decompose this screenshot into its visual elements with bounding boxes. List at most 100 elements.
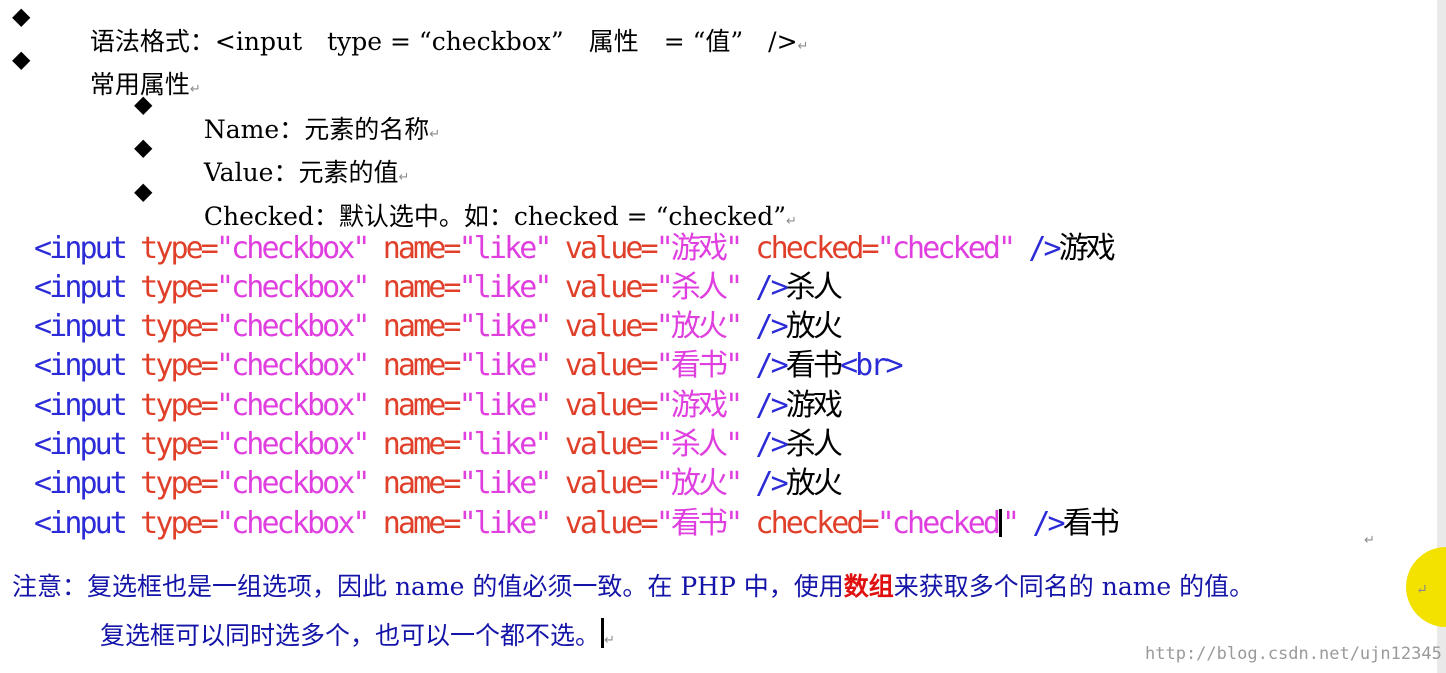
syntax-value: <input type = “checkbox” 属性 = “值” /> xyxy=(214,27,798,56)
code-string: "like" xyxy=(458,388,553,423)
code-attr: type= xyxy=(140,231,219,266)
code-string: "checked xyxy=(876,506,1001,541)
code-line: <input type="checkbox" name="like" value… xyxy=(34,270,843,305)
code-tag: <input xyxy=(34,348,128,383)
code-attr: name= xyxy=(382,270,462,305)
code-label-text: 放火 xyxy=(785,466,843,501)
bullet-icon: ◆ xyxy=(134,133,153,161)
code-string: "checkbox" xyxy=(215,506,371,541)
attribute-desc: 元素的值 xyxy=(298,158,399,187)
code-string: "checkbox" xyxy=(215,466,371,501)
code-attr: checked= xyxy=(755,231,879,266)
code-string: "看书" xyxy=(655,348,743,383)
code-attr: value= xyxy=(564,506,659,541)
return-mark-icon: ↵ xyxy=(786,214,797,229)
code-line: <input type="checkbox" name="like" value… xyxy=(34,506,1120,541)
code-tag: <input xyxy=(34,270,128,305)
code-close-tag: /> xyxy=(755,466,788,501)
code-string: " xyxy=(1002,506,1020,541)
code-attr: value= xyxy=(564,231,659,266)
attribute-desc: 元素的名称 xyxy=(304,115,430,144)
note-text: 复选框可以同时选多个，也可以一个都不选。 xyxy=(100,621,601,650)
code-attr: value= xyxy=(564,388,659,423)
note-line-1: 注意：复选框也是一组选项，因此 name 的值必须一致。在 PHP 中，使用数组… xyxy=(12,574,1254,599)
code-string: "like" xyxy=(458,427,553,462)
bullet-icon: ◆ xyxy=(134,177,153,205)
code-line: <input type="checkbox" name="like" value… xyxy=(34,388,843,423)
code-string: "like" xyxy=(458,466,553,501)
code-string: "checkbox" xyxy=(215,388,371,423)
code-line: <input type="checkbox" name="like" value… xyxy=(34,466,843,501)
code-line: <input type="checkbox" name="like" value… xyxy=(34,427,843,462)
code-close-tag: /> xyxy=(755,309,788,344)
code-close-tag: /> xyxy=(755,427,788,462)
code-string: "like" xyxy=(458,506,553,541)
code-attr: type= xyxy=(140,388,219,423)
code-label-text: 杀人 xyxy=(785,270,843,305)
code-string: "checkbox" xyxy=(215,427,371,462)
code-attr: name= xyxy=(382,388,462,423)
code-tag: <input xyxy=(34,506,128,541)
attribute-name: Value： xyxy=(203,158,299,187)
attribute-desc: 默认选中。如：checked = “checked” xyxy=(338,202,786,231)
attribute-item: Checked：默认选中。如：checked = “checked”↵ xyxy=(188,179,797,229)
code-string: "看书" xyxy=(655,506,743,541)
note-text: 来获取多个同名的 name 的值。 xyxy=(893,572,1255,601)
bullet-icon: ◆ xyxy=(134,90,153,118)
code-tag: <input xyxy=(34,231,128,266)
code-attr: checked= xyxy=(755,506,879,541)
code-string: "游戏" xyxy=(655,231,743,266)
attribute-item: Name：元素的名称↵ xyxy=(188,92,440,142)
code-attr: name= xyxy=(382,348,462,383)
code-string: "like" xyxy=(458,348,553,383)
code-tag: <input xyxy=(34,309,128,344)
code-attr: name= xyxy=(382,231,462,266)
syntax-label: 语法格式： xyxy=(89,27,215,56)
code-attr: name= xyxy=(382,506,462,541)
note-text: 注意：复选框也是一组选项，因此 name 的值必须一致。在 PHP 中，使用 xyxy=(12,572,844,601)
attribute-item: Value：元素的值↵ xyxy=(188,135,409,185)
code-string: "杀人" xyxy=(655,427,743,462)
code-attr: type= xyxy=(140,309,219,344)
code-string: "like" xyxy=(458,309,553,344)
return-mark-icon: ↵ xyxy=(189,82,201,97)
text-caret xyxy=(999,509,1003,537)
code-line: <input type="checkbox" name="like" value… xyxy=(34,348,903,383)
code-attr: name= xyxy=(382,427,462,462)
note-line-2: 复选框可以同时选多个，也可以一个都不选。↵ xyxy=(100,618,615,648)
scrollbar-track[interactable] xyxy=(1437,0,1446,673)
code-label-text: 游戏 xyxy=(785,388,843,423)
text-caret xyxy=(601,618,605,648)
watermark: http://blog.csdn.net/ujn12345 xyxy=(1145,644,1442,664)
code-label-text: 看书 xyxy=(1062,506,1120,541)
code-attr: type= xyxy=(140,270,219,305)
code-string: "checkbox" xyxy=(215,348,371,383)
code-close-tag: /> xyxy=(1028,231,1061,266)
code-label-text: 游戏 xyxy=(1058,231,1116,266)
code-string: "放火" xyxy=(655,466,743,501)
code-close-tag: /> xyxy=(1032,506,1065,541)
bullet-icon: ◆ xyxy=(12,45,31,73)
code-attr: name= xyxy=(382,466,462,501)
code-attr: name= xyxy=(382,309,462,344)
code-attr: value= xyxy=(564,427,659,462)
code-string: "checkbox" xyxy=(215,231,371,266)
code-label-text: 杀人 xyxy=(785,427,843,462)
code-tag: <input xyxy=(34,388,128,423)
code-string: "checkbox" xyxy=(215,309,371,344)
return-mark-icon: ↵ xyxy=(797,39,809,54)
code-attr: type= xyxy=(140,348,219,383)
code-attr: type= xyxy=(140,427,219,462)
code-string: "like" xyxy=(458,270,553,305)
code-tag: <input xyxy=(34,466,128,501)
common-attributes-heading: 常用属性↵ xyxy=(74,47,201,97)
return-mark-icon: ↵ xyxy=(1364,533,1375,548)
code-label-text: 看书 xyxy=(785,348,843,383)
code-attr: type= xyxy=(140,506,219,541)
code-attr: value= xyxy=(564,348,659,383)
code-string: "杀人" xyxy=(655,270,743,305)
code-close-tag: /> xyxy=(755,348,788,383)
syntax-line: 语法格式：<input type = “checkbox” 属性 = “值” /… xyxy=(74,4,809,56)
common-label: 常用属性 xyxy=(89,70,190,99)
return-mark-icon: ↵ xyxy=(1416,582,1428,598)
